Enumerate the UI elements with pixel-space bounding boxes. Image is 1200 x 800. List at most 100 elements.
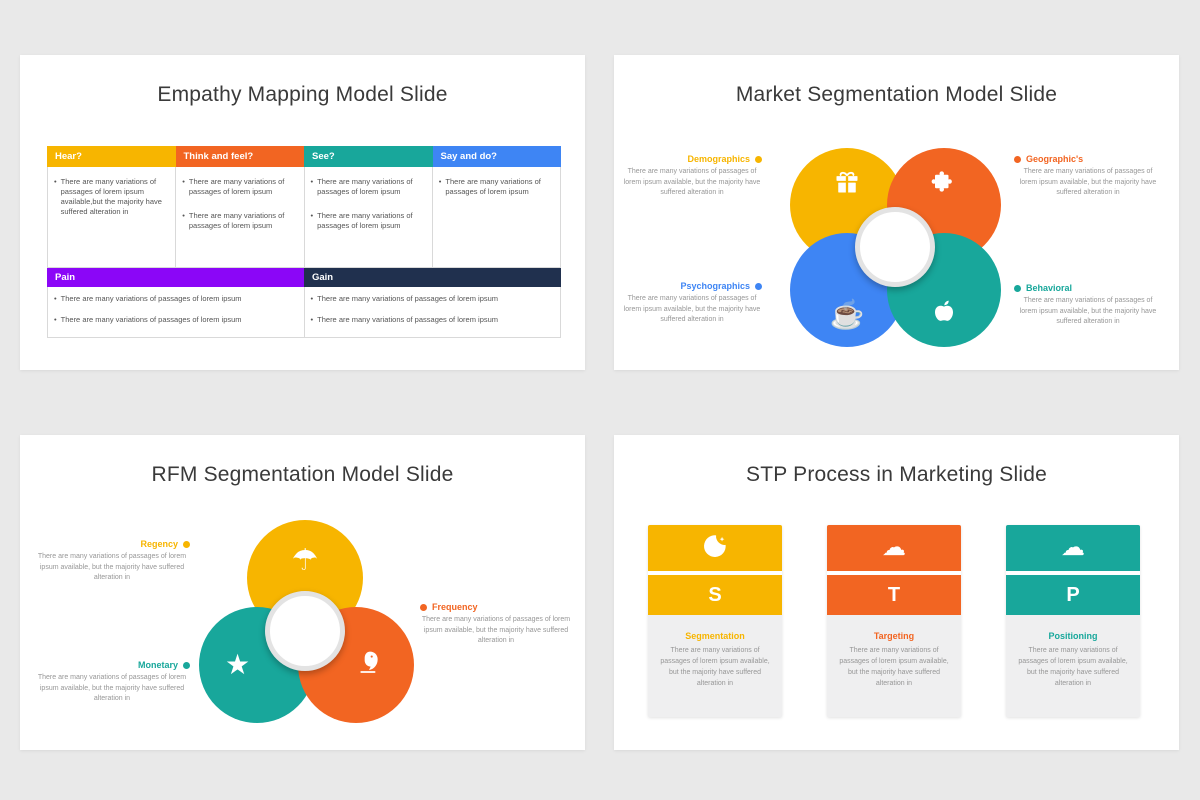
divider [1006,571,1140,575]
table-header-pain: Pain [47,268,304,287]
bullet-dot [311,294,314,304]
slide-market-segmentation[interactable]: Market Segmentation Model Slide ☕ [614,55,1179,370]
label-geographics: Geographic's There are many variations o… [1014,154,1162,199]
table-header-think-feel: Think and feel? [175,146,304,167]
dot-icon [1014,155,1021,163]
bullet-dot [54,177,57,218]
stp-card-segmentation: S Segmentation There are many variations… [648,525,782,717]
card-header [648,525,782,571]
stp-card-positioning: ☁ P Positioning There are many variation… [1006,525,1140,717]
bullet-item: There are many variations of passages of… [305,294,561,304]
card-label: Positioning [1048,631,1098,641]
label-behavioral: Behavioral There are many variations of … [1014,283,1162,328]
bullet-text: There are many variations of passages of… [317,294,499,303]
segment-name: Psychographics [680,281,750,291]
bullet-item: There are many variations of passages of… [305,211,432,231]
label-frequency: Frequency There are many variations of p… [420,602,572,647]
segment-description: There are many variations of passages of… [1019,168,1157,196]
bullet-text: There are many variations of passages of… [317,211,413,231]
center-circle [855,207,935,287]
page-title: RFM Segmentation Model Slide [151,463,454,486]
bullet-text: There are many variations of passages of… [317,315,499,325]
page-title: Market Segmentation Model Slide [735,83,1058,106]
table-header-hear: Hear? [47,146,176,167]
letter-band: T [827,575,961,615]
bullet-item: There are many variations of passages of… [48,177,175,218]
segment-name: Monetary [137,660,178,670]
star-icon: ★ [225,649,251,680]
bullet-item: There are many variations of passages of… [48,315,304,325]
bullet-dot [54,294,57,304]
label-regency: Regency There are many variations of pas… [34,539,190,584]
segment-name: Frequency [432,602,478,612]
segment-name: Regency [140,539,178,549]
dot-icon [420,603,427,611]
stp-card-targeting: ☁ T Targeting There are many variations … [827,525,961,717]
card-header: ☁ [827,525,961,571]
bullet-dot [54,315,57,325]
dot-icon [755,155,762,163]
card-label: Targeting [873,631,915,641]
slide-empathy-mapping[interactable]: Empathy Mapping Model Slide Hear? Think … [20,55,585,370]
coffee-cup-icon: ☕ [829,299,865,330]
pain-gain-body-row: There are many variations of passages of… [47,287,561,338]
empathy-header-row: Hear? Think and feel? See? Say and do? [47,146,561,167]
bullet-item: There are many variations of passages of… [433,177,560,197]
letter-band: P [1006,575,1140,615]
slide-rfm-segmentation[interactable]: RFM Segmentation Model Slide ☂ ★ Regency… [20,435,585,750]
dot-icon [1014,284,1021,292]
cloud-icon: ☁ [1061,534,1085,561]
bullet-text: There are many variations of passages of… [60,177,162,217]
card-body: Targeting There are many variations of p… [827,615,961,689]
card-description: There are many variations of passages of… [1018,647,1128,687]
empathy-body-row: There are many variations of passages of… [47,167,561,268]
table-header-see: See? [304,146,433,167]
label-monetary: Monetary There are many variations of pa… [34,660,190,705]
dot-icon [755,282,762,290]
page-title: STP Process in Marketing Slide [746,463,1047,486]
letter-band: S [648,575,782,615]
bullet-text: There are many variations of passages of… [60,315,242,325]
slide-stp-process[interactable]: STP Process in Marketing Slide S Segment… [614,435,1179,750]
bullet-item: There are many variations of passages of… [48,294,304,304]
bullet-dot [439,177,442,197]
pain-gain-header-row: Pain Gain [47,268,561,287]
bullet-dot [311,315,314,325]
cloud-icon: ☁ [882,534,906,561]
card-body: Positioning There are many variations of… [1006,615,1140,689]
segment-description: There are many variations of passages of… [623,295,761,323]
bullet-dot [182,177,185,197]
card-header: ☁ [1006,525,1140,571]
segment-description: There are many variations of passages of… [37,553,187,581]
table-cell-see: There are many variations of passages of… [305,167,433,267]
empathy-table: Hear? Think and feel? See? Say and do? T… [47,146,561,338]
segment-description: There are many variations of passages of… [623,168,761,196]
parrot-icon [356,650,382,681]
divider [648,571,782,575]
puzzle-icon [931,168,958,200]
card-body: Segmentation There are many variations o… [648,615,782,689]
label-psychographics: Psychographics There are many variations… [622,281,762,326]
dot-icon [183,661,190,669]
table-cell-think-feel: There are many variations of passages of… [176,167,305,267]
bullet-dot [311,211,314,231]
card-description: There are many variations of passages of… [839,647,949,687]
segment-description: There are many variations of passages of… [421,616,571,644]
bullet-text: There are many variations of passages of… [188,177,285,197]
bullet-item: There are many variations of passages of… [305,315,561,325]
segment-description: There are many variations of passages of… [37,674,187,702]
table-cell-gain: There are many variations of passages of… [305,287,561,337]
card-label: Segmentation [685,631,745,641]
table-cell-pain: There are many variations of passages of… [48,287,305,337]
bullet-item: There are many variations of passages of… [176,177,303,197]
table-cell-say-do: There are many variations of passages of… [433,167,560,267]
center-circle [265,591,345,671]
dot-icon [183,540,190,548]
table-header-say-do: Say and do? [432,146,561,167]
gift-icon [833,168,861,201]
bullet-dot [182,211,185,231]
segment-name: Geographic's [1026,154,1084,164]
segment-name: Behavioral [1026,283,1073,293]
bullet-item: There are many variations of passages of… [176,211,303,231]
